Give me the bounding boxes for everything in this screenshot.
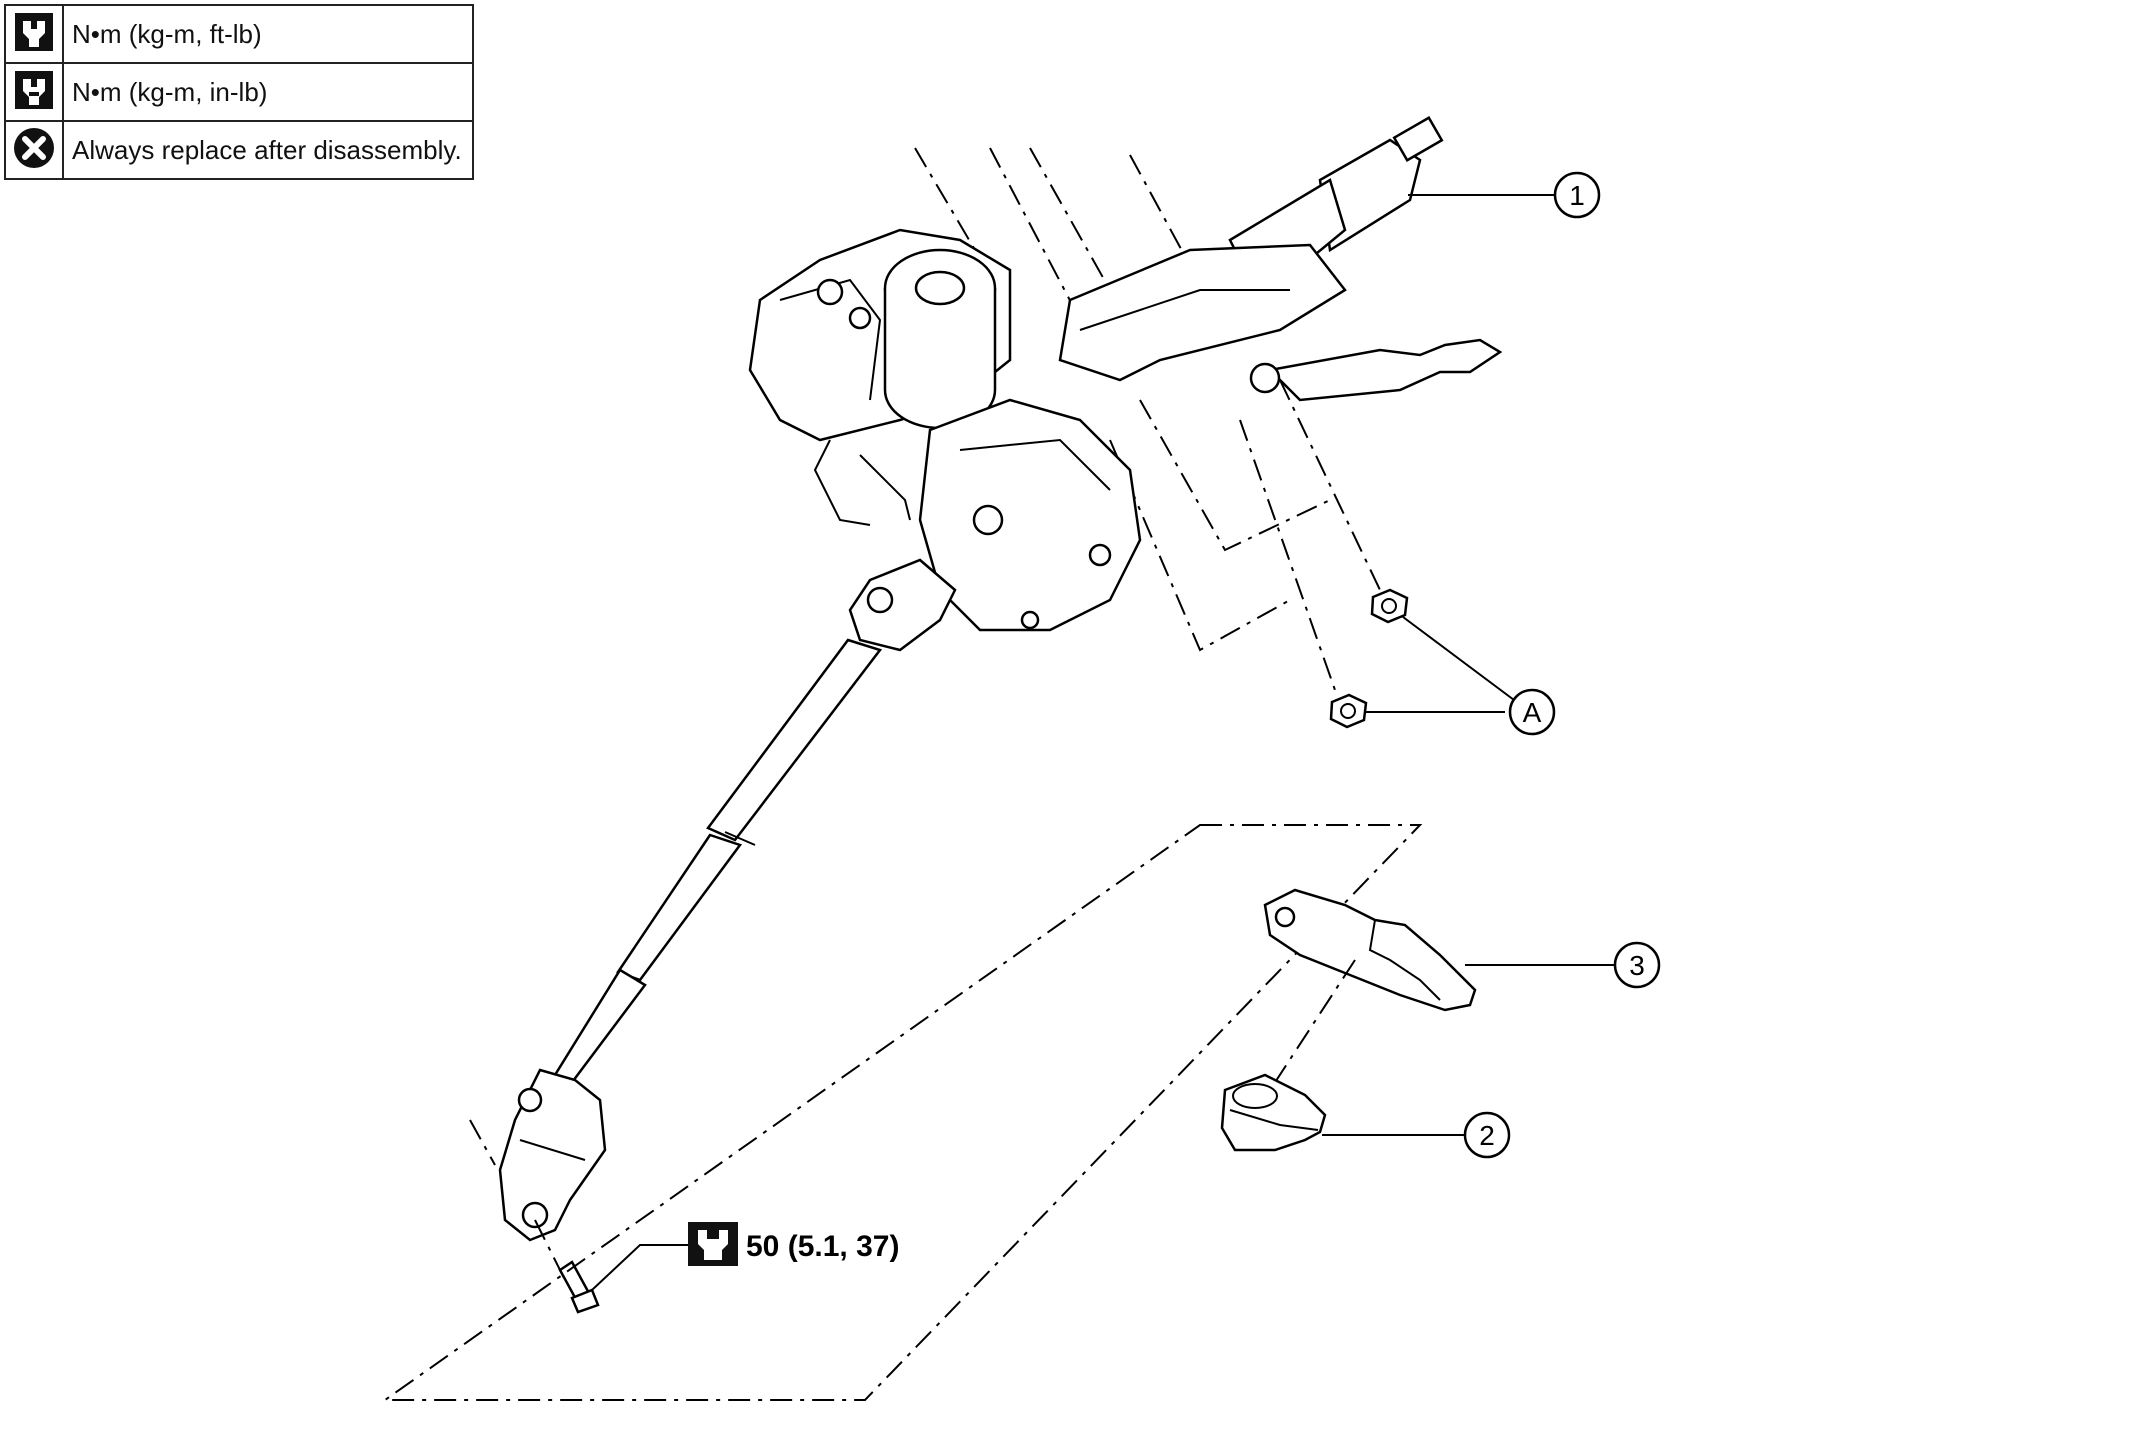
legend-text: N•m (kg-m, ft-lb)	[62, 4, 474, 64]
torque-spec-callout: 50 (5.1, 37)	[688, 1222, 899, 1266]
callout-label: 1	[1569, 180, 1585, 211]
nut-lower	[1329, 693, 1368, 729]
torque-value: 50 (5.1, 37)	[746, 1230, 899, 1263]
intermediate-shaft	[498, 558, 957, 1242]
legend-row: N•m (kg-m, in-lb)	[4, 62, 474, 122]
legend-row: Always replace after disassembly.	[4, 120, 474, 180]
guide-line	[1269, 959, 1356, 1091]
guide-lines-top	[914, 147, 1381, 691]
legend-table: N•m (kg-m, ft-lb) N•m (kg-m, in-lb) Alwa…	[4, 4, 474, 180]
callout-1: 1	[1553, 171, 1601, 219]
torque-wrench-small-icon	[4, 62, 64, 122]
callout-3: 3	[1613, 941, 1661, 989]
legend-row: N•m (kg-m, ft-lb)	[4, 4, 474, 64]
grommet	[1220, 1073, 1327, 1152]
callout-2: 2	[1463, 1111, 1511, 1159]
legend-text: N•m (kg-m, in-lb)	[62, 62, 474, 122]
callout-label: 3	[1629, 950, 1645, 981]
joint-bolt	[469, 1119, 690, 1314]
nut-upper	[1370, 588, 1409, 624]
callout-a: A	[1508, 688, 1556, 736]
legend-text: Always replace after disassembly.	[62, 120, 474, 180]
leader-line	[1402, 616, 1519, 704]
replace-part-icon	[4, 120, 64, 180]
column-cover	[1263, 888, 1477, 1012]
callout-label: A	[1523, 697, 1542, 728]
torque-wrench-icon	[4, 4, 64, 64]
assembly-boundary	[381, 824, 1423, 1401]
callout-label: 2	[1479, 1120, 1495, 1151]
steering-column-assembly	[748, 116, 1503, 632]
